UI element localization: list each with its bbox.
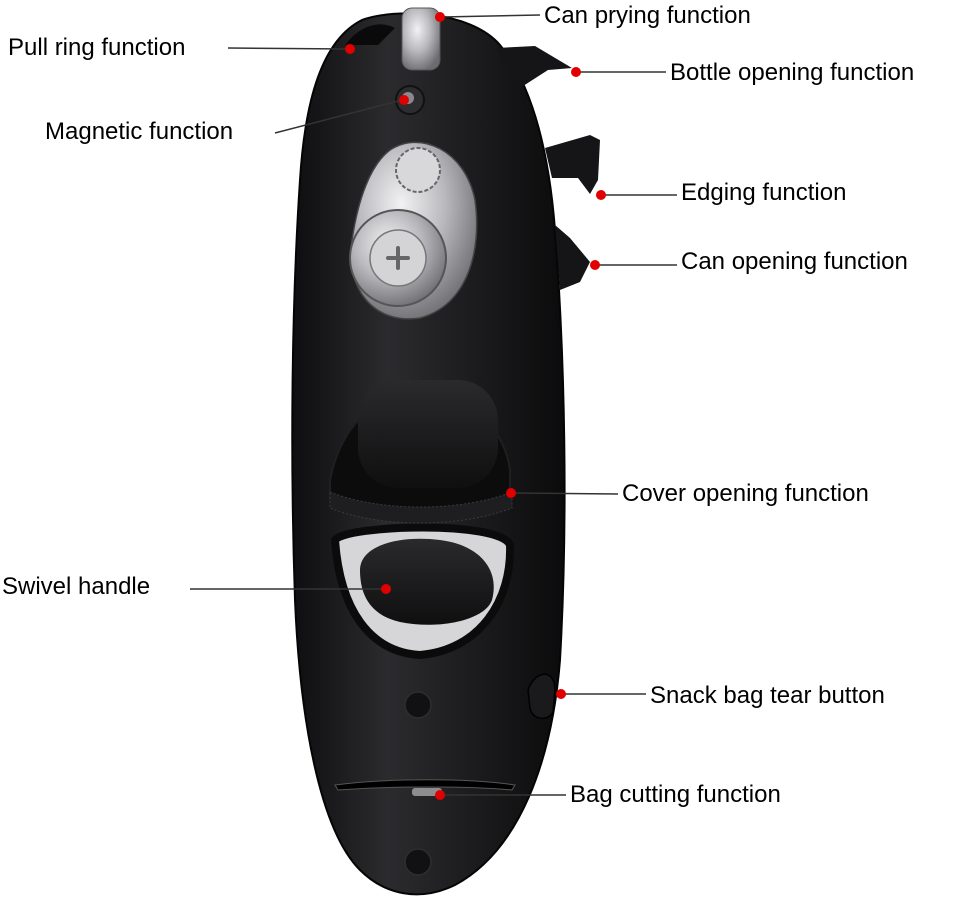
snack-bag-tear-button [527, 673, 556, 720]
marker-swivel [381, 584, 391, 594]
marker-can-prying [435, 12, 445, 22]
edging-hook [545, 135, 600, 194]
can-opening-blade [555, 225, 590, 290]
indent-lower [404, 848, 432, 876]
swivel-handle [360, 538, 494, 625]
leader-cover [511, 492, 619, 495]
bag-cutting-slot [334, 779, 516, 791]
marker-can-opening [590, 260, 600, 270]
marker-magnetic [399, 95, 409, 105]
can-prying-tab [401, 7, 441, 71]
marker-snack [556, 689, 566, 699]
marker-edging [596, 190, 606, 200]
indent-upper [404, 691, 432, 719]
label-bag-cutting: Bag cutting function [570, 781, 781, 808]
label-swivel-handle: Swivel handle [2, 573, 151, 600]
cover-opening-lever [358, 380, 498, 488]
label-cover-opening: Cover opening function [622, 480, 869, 507]
label-bottle-opening: Bottle opening function [670, 59, 915, 86]
leader-magnetic [274, 99, 403, 134]
cover-opening-teeth [329, 491, 513, 524]
leader-pull-ring [227, 47, 349, 50]
marker-pull-ring [345, 44, 355, 54]
label-pull-ring: Pull ring function [8, 34, 186, 61]
screw-icon [386, 246, 410, 270]
label-snack-bag-tear: Snack bag tear button [650, 682, 885, 709]
marker-bottle [571, 67, 581, 77]
gear-wheel [395, 147, 441, 193]
leader-can-prying [441, 14, 541, 18]
label-magnetic: Magnetic function [45, 118, 234, 145]
bottle-opener-hook [496, 46, 572, 88]
marker-dots [345, 12, 606, 800]
label-edging: Edging function [681, 179, 847, 206]
label-can-opening: Can opening function [681, 248, 908, 275]
pull-ring-notch [345, 24, 395, 45]
leader-lines [190, 14, 677, 796]
marker-bag-cut [435, 790, 445, 800]
label-can-prying: Can prying function [544, 2, 751, 29]
marker-cover [506, 488, 516, 498]
